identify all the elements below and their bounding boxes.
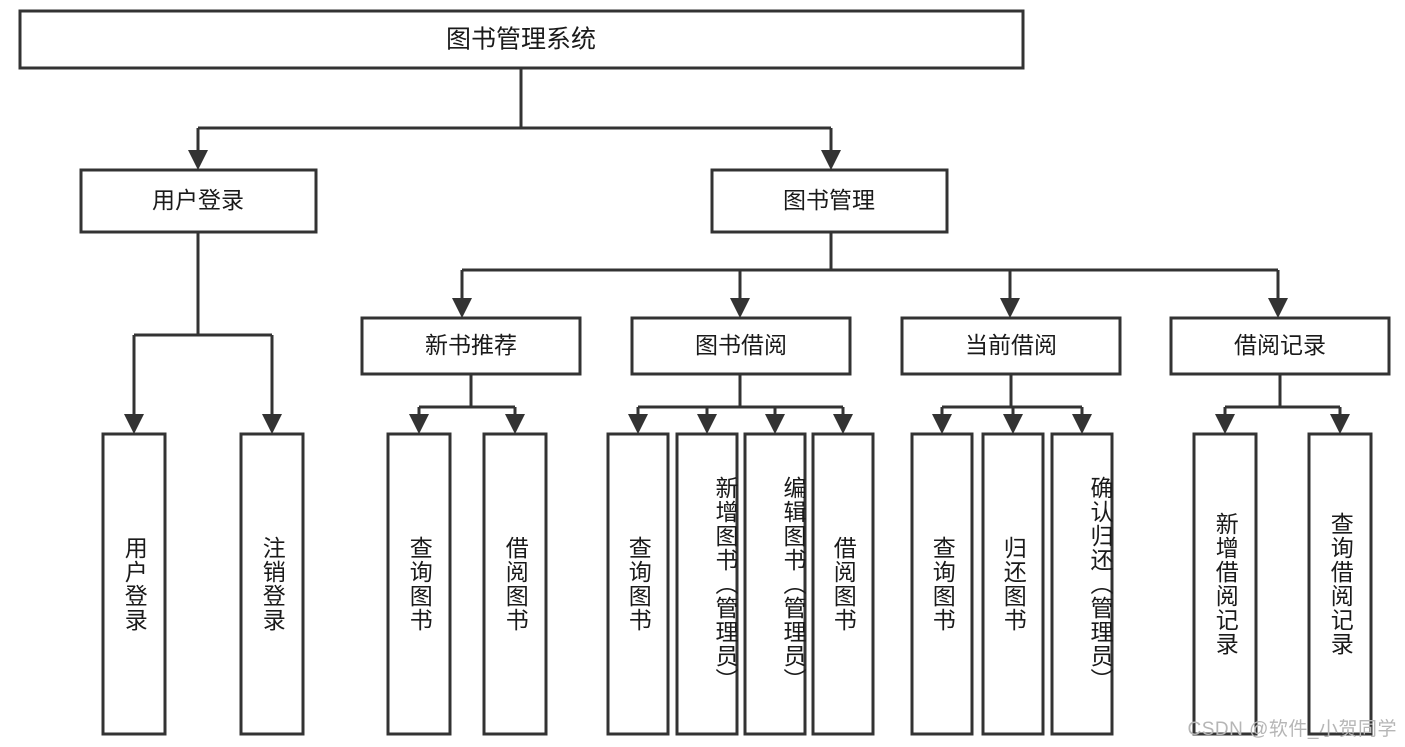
node-user-login-box[interactable] xyxy=(79,168,318,234)
arrowhead-user-login xyxy=(188,150,208,170)
arrowhead-borrow-record xyxy=(1268,298,1288,318)
node-current-borrow-box[interactable] xyxy=(900,316,1122,376)
arrowhead-new-book-recommend xyxy=(452,298,472,318)
node-book-borrow-label: 图书借阅 xyxy=(695,332,787,358)
arrowhead-bb-add-book xyxy=(697,414,717,434)
arrowhead-br-query-record xyxy=(1330,414,1350,434)
arrowhead-cb-query-book xyxy=(932,414,952,434)
node-nb-query-book-box[interactable] xyxy=(386,432,452,736)
node-borrow-record[interactable]: 借阅记录 xyxy=(1169,316,1391,376)
node-bb-borrow-book-box[interactable] xyxy=(811,432,875,736)
node-nb-borrow-book-box[interactable] xyxy=(482,432,548,736)
arrowhead-cb-return-book xyxy=(1003,414,1023,434)
node-root[interactable]: 图书管理系统 xyxy=(18,9,1025,70)
connector-user-login-to-leaves xyxy=(124,232,282,434)
arrowhead-bb-edit-book xyxy=(765,414,785,434)
connector-current-borrow-to-leaves xyxy=(932,374,1092,434)
node-bb-edit-book-box[interactable] xyxy=(743,432,807,736)
arrowhead-br-add-record xyxy=(1215,414,1235,434)
arrowhead-nb-query-book xyxy=(409,414,429,434)
node-user-login-do-box[interactable] xyxy=(101,432,167,736)
node-root-box[interactable] xyxy=(18,9,1025,70)
arrowhead-cb-confirm-return xyxy=(1072,414,1092,434)
node-book-management[interactable]: 图书管理 xyxy=(710,168,949,234)
node-cb-confirm-return-box[interactable] xyxy=(1050,432,1114,736)
arrowhead-bb-borrow-book xyxy=(833,414,853,434)
node-book-management-box[interactable] xyxy=(710,168,949,234)
node-user-login[interactable]: 用户登录 xyxy=(79,168,318,234)
node-cb-return-book-box[interactable] xyxy=(981,432,1045,736)
node-borrow-record-box[interactable] xyxy=(1169,316,1391,376)
node-book-management-label: 图书管理 xyxy=(783,187,875,213)
arrowhead-user-login-do xyxy=(124,414,144,434)
node-current-borrow[interactable]: 当前借阅 xyxy=(900,316,1122,376)
arrowhead-book-management xyxy=(821,150,841,170)
node-book-borrow[interactable]: 图书借阅 xyxy=(630,316,852,376)
node-current-borrow-label: 当前借阅 xyxy=(965,332,1057,358)
node-bb-add-book-box[interactable] xyxy=(675,432,739,736)
arrowhead-bb-query-book xyxy=(628,414,648,434)
arrowhead-book-borrow xyxy=(730,298,750,318)
csdn-watermark: CSDN @软件_小贺同学 xyxy=(1187,719,1397,740)
node-borrow-record-label: 借阅记录 xyxy=(1234,332,1326,358)
node-cb-query-book-box[interactable] xyxy=(910,432,974,736)
node-user-login-label: 用户登录 xyxy=(152,187,244,213)
node-book-borrow-box[interactable] xyxy=(630,316,852,376)
node-new-book-recommend-box[interactable] xyxy=(360,316,582,376)
node-br-query-record-box[interactable] xyxy=(1307,432,1373,736)
node-user-logout-box[interactable] xyxy=(239,432,305,736)
connector-root-to-level2 xyxy=(188,68,841,170)
arrowhead-user-logout xyxy=(262,414,282,434)
arrowhead-nb-borrow-book xyxy=(505,414,525,434)
node-new-book-recommend[interactable]: 新书推荐 xyxy=(360,316,582,376)
connector-book-borrow-to-leaves xyxy=(628,374,853,434)
arrowhead-current-borrow xyxy=(1000,298,1020,318)
node-root-label: 图书管理系统 xyxy=(446,26,596,54)
connector-borrow-record-to-leaves xyxy=(1215,374,1350,434)
connector-book-management-to-level3 xyxy=(452,232,1288,318)
node-br-add-record-box[interactable] xyxy=(1192,432,1258,736)
node-new-book-recommend-label: 新书推荐 xyxy=(425,332,517,358)
connector-new-book-recommend-to-leaves xyxy=(409,374,525,434)
node-bb-query-book-box[interactable] xyxy=(606,432,670,736)
